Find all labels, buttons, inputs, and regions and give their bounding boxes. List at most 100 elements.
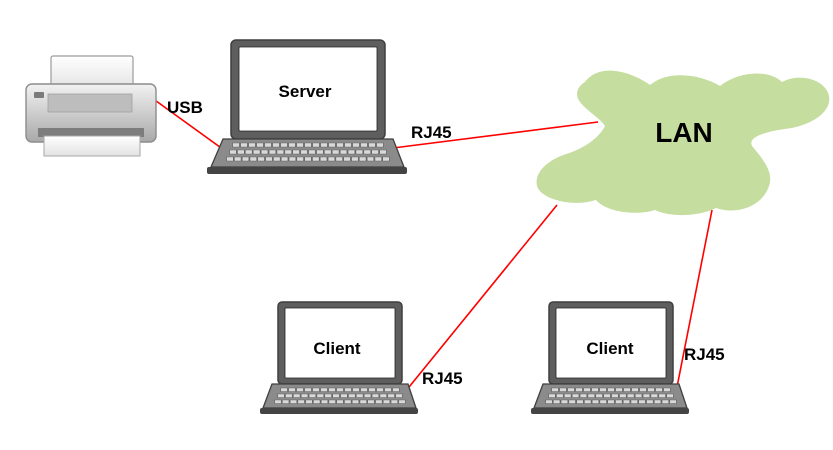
keyboard-key: [296, 156, 304, 162]
keyboard-key: [392, 387, 400, 392]
keyboard-key: [242, 156, 250, 162]
keyboard-key: [556, 393, 564, 398]
keyboard-key: [305, 399, 313, 404]
client-right-label: Client: [586, 339, 634, 358]
keyboard-key: [615, 399, 623, 404]
keyboard-key: [229, 149, 237, 155]
keyboard-key: [257, 156, 265, 162]
keyboard-key: [288, 156, 296, 162]
client-left-laptop: Client: [260, 301, 418, 414]
keyboard-key: [324, 149, 332, 155]
keyboard-key: [371, 149, 379, 155]
keyboard-key: [312, 142, 320, 148]
keyboard-key: [623, 399, 631, 404]
keyboard-key: [348, 393, 356, 398]
keyboard-key: [324, 393, 332, 398]
keyboard-key: [603, 393, 611, 398]
keyboard-key: [328, 399, 336, 404]
keyboard-key: [248, 142, 256, 148]
keyboard-key: [288, 142, 296, 148]
keyboard-key: [658, 393, 666, 398]
keyboard-key: [320, 142, 328, 148]
keyboard-key: [272, 142, 280, 148]
keyboard-key: [332, 393, 340, 398]
keyboard-key: [366, 156, 374, 162]
keyboard-key: [335, 156, 343, 162]
keyboard-key: [611, 393, 619, 398]
server-keyboard: [226, 142, 390, 162]
keyboard-key: [359, 156, 367, 162]
keyboard-key: [627, 393, 635, 398]
keyboard-key: [638, 399, 646, 404]
keyboard-key: [356, 393, 364, 398]
client-left-rj45-label: RJ45: [422, 369, 463, 388]
keyboard-key: [320, 399, 328, 404]
keyboard-key: [300, 149, 308, 155]
keyboard-key: [576, 399, 584, 404]
keyboard-key: [650, 393, 658, 398]
keyboard-key: [669, 399, 677, 404]
keyboard-key: [379, 393, 387, 398]
keyboard-key: [364, 393, 372, 398]
keyboard-key: [249, 156, 257, 162]
link-client-left-lan: [404, 204, 558, 393]
keyboard-key: [312, 387, 320, 392]
client-right-rj45-label: RJ45: [684, 345, 725, 364]
keyboard-key: [352, 142, 360, 148]
keyboard-key: [256, 142, 264, 148]
keyboard-key: [234, 156, 242, 162]
keyboard-key: [316, 149, 324, 155]
keyboard-key: [304, 142, 312, 148]
keyboard-key: [308, 149, 316, 155]
keyboard-key: [277, 393, 285, 398]
keyboard-key: [304, 156, 312, 162]
keyboard-key: [548, 393, 556, 398]
keyboard-key: [374, 156, 382, 162]
keyboard-key: [296, 387, 304, 392]
keyboard-key: [579, 393, 587, 398]
lan-cloud: LAN: [536, 70, 830, 216]
keyboard-key: [343, 156, 351, 162]
keyboard-key: [344, 399, 352, 404]
lan-label: LAN: [655, 117, 713, 148]
keyboard-key: [599, 387, 607, 392]
keyboard-key: [615, 387, 623, 392]
keyboard-key: [339, 149, 348, 155]
keyboard-key: [367, 399, 375, 404]
link-server-lan: [392, 121, 599, 149]
keyboard-key: [587, 393, 595, 398]
keyboard-key: [631, 387, 639, 392]
keyboard-key: [355, 149, 363, 155]
keyboard-key: [274, 399, 282, 404]
keyboard-key: [376, 387, 384, 392]
keyboard-key: [666, 393, 674, 398]
keyboard-key: [240, 142, 248, 148]
keyboard-key: [316, 393, 324, 398]
server-label: Server: [279, 82, 332, 101]
keyboard-key: [642, 393, 650, 398]
keyboard-key: [368, 387, 376, 392]
printer-icon: [25, 55, 157, 157]
keyboard-key: [551, 387, 559, 392]
keyboard-key: [395, 393, 403, 398]
keyboard-key: [292, 149, 300, 155]
keyboard-key: [288, 387, 296, 392]
keyboard-key: [301, 393, 309, 398]
keyboard-key: [572, 393, 580, 398]
link-client-right-lan: [675, 209, 713, 393]
keyboard-key: [545, 399, 553, 404]
keyboard-key: [360, 142, 368, 148]
keyboard-key: [340, 393, 348, 398]
client-right-keyboard: [545, 387, 677, 404]
keyboard-key: [382, 156, 390, 162]
keyboard-key: [599, 399, 607, 404]
keyboard-key: [607, 387, 615, 392]
keyboard-key: [635, 393, 643, 398]
server-rj45-label: RJ45: [411, 123, 452, 142]
keyboard-key: [232, 142, 240, 148]
keyboard-key: [568, 399, 576, 404]
keyboard-key: [368, 142, 376, 148]
lan-cloud-shape: [536, 70, 830, 216]
keyboard-key: [376, 142, 384, 148]
keyboard-key: [344, 142, 352, 148]
